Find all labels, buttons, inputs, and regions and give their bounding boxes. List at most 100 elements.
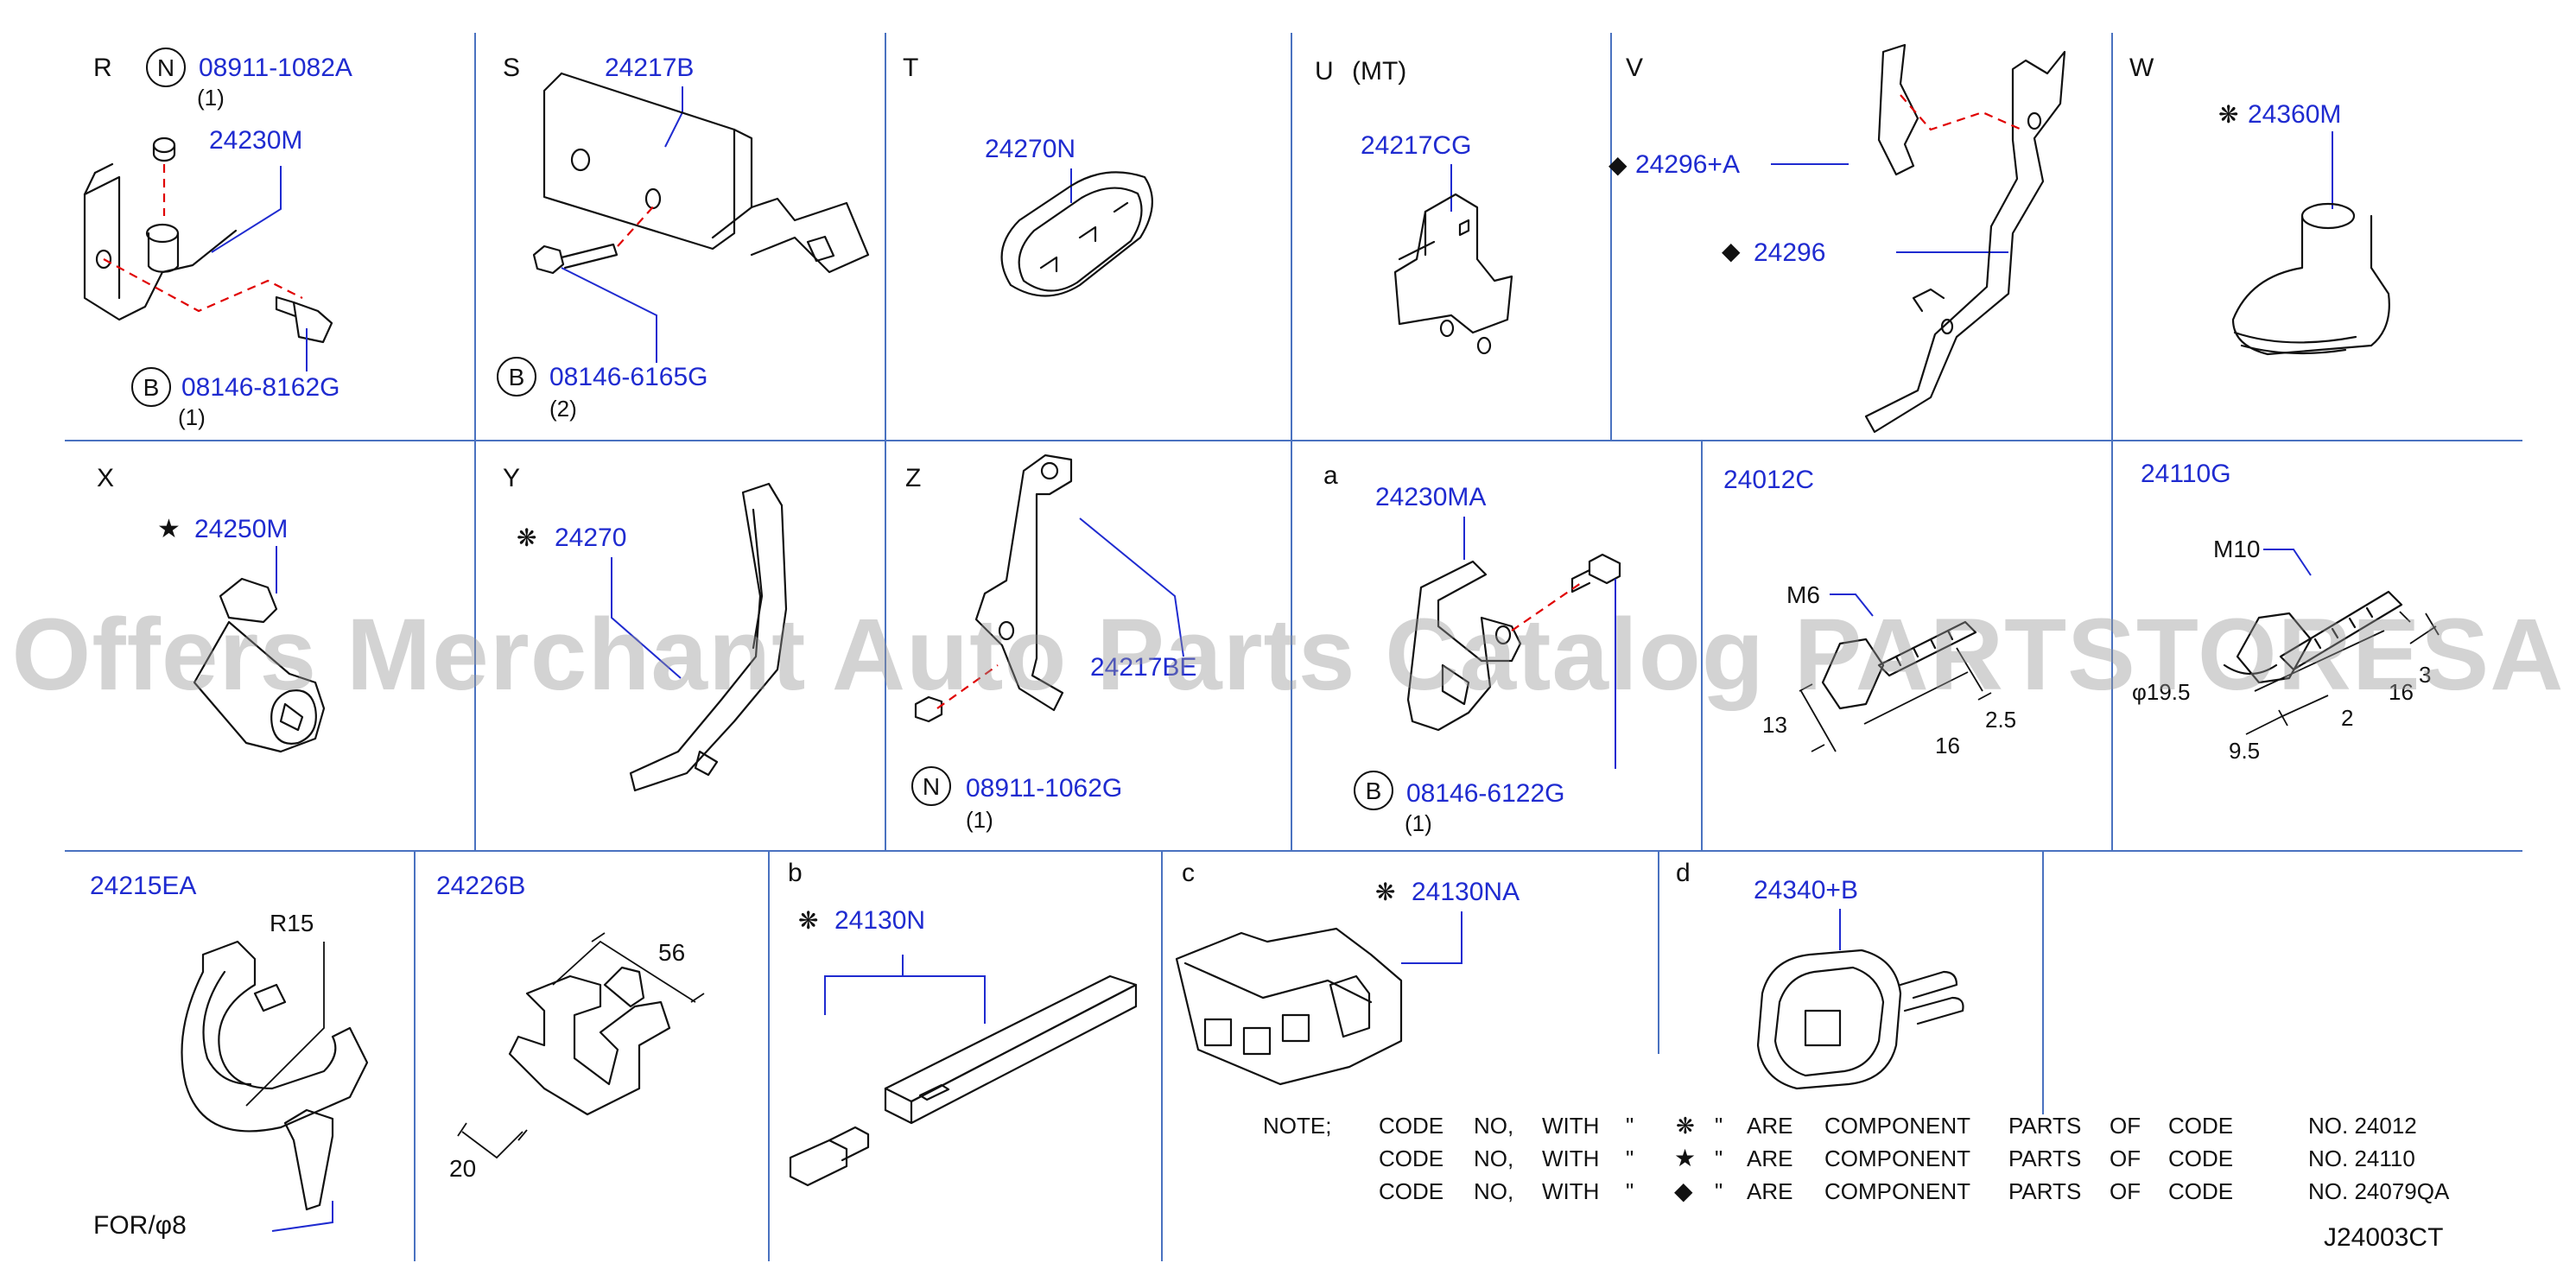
dimension-value: 3 <box>2419 662 2431 688</box>
note-word: " <box>1715 1146 1723 1171</box>
part-number: 24110G <box>2141 460 2231 488</box>
assembly-dash <box>617 202 657 247</box>
b-circle-letter: B <box>1366 777 1382 804</box>
grid-lines <box>65 33 2522 1261</box>
bracket-24270-drawing <box>629 482 788 792</box>
note-word: WITH <box>1542 1178 1599 1204</box>
dimension-value: 2 <box>2341 705 2353 731</box>
dimension-line <box>1863 671 1969 725</box>
cell-d: d 24340+B <box>1676 859 1964 1090</box>
part-number: 08146-8162G <box>181 373 340 402</box>
part-number: 24250M <box>194 515 288 543</box>
note-word: " <box>1715 1113 1723 1139</box>
component-note: NOTE; CODE NO, WITH " ❋ " ARE COMPONENT … <box>1263 1113 2450 1204</box>
note-word: ARE <box>1747 1113 1792 1139</box>
dimension-line <box>457 1122 528 1159</box>
note-word: WITH <box>1542 1146 1599 1171</box>
note-word: " <box>1715 1178 1723 1204</box>
note-word: CODE <box>2168 1146 2233 1171</box>
dimension-line <box>1956 647 1992 701</box>
assembly-dash <box>1900 94 2022 131</box>
leader-line <box>1079 517 1184 657</box>
note-word: CODE <box>2168 1113 2233 1139</box>
cell-letter: b <box>788 859 803 887</box>
b-circle <box>131 367 171 407</box>
cell-r: R N 08911-1082A (1) 24230M B 08146-8162G… <box>83 48 352 430</box>
cell-letter: U <box>1315 57 1334 86</box>
dimension-value: 16 <box>1935 733 1960 758</box>
dimension-value: 2.5 <box>1985 707 2016 733</box>
cell-letter: Y <box>503 464 520 492</box>
leader-line <box>211 166 282 253</box>
cell-clip-r15: 24215EA R15 FOR/φ8 <box>90 872 369 1240</box>
thread-size: M6 <box>1786 581 1820 608</box>
leader-line <box>271 1201 333 1232</box>
part-number: 08911-1062G <box>966 774 1122 803</box>
note-word: COMPONENT <box>1824 1178 1970 1204</box>
n-circle-letter: N <box>157 54 174 81</box>
diamond-symbol: ◆ <box>1674 1177 1693 1204</box>
diamond-symbol: ◆ <box>1608 151 1627 178</box>
assembly-dash <box>1511 582 1582 631</box>
b-circle <box>1354 771 1393 810</box>
snowflake-symbol: ❋ <box>1375 879 1395 905</box>
part-number: 24215EA <box>90 872 196 900</box>
snowflake-symbol: ❋ <box>798 907 818 934</box>
cell-v: V ◆ 24296+A ◆ 24296 <box>1608 43 2066 434</box>
note-reference: NO. 24110 <box>2308 1146 2415 1171</box>
leader-line <box>561 267 657 363</box>
cell-y: Y ❋ 24270 <box>503 464 788 792</box>
leader-line <box>1830 593 1874 617</box>
cell-z: Z 24217BE N 08911-1062G (1) <box>905 454 1196 833</box>
dimension-line <box>552 932 705 1003</box>
note-word: " <box>1626 1113 1634 1139</box>
note-row: CODE NO, WITH " ❋ " ARE COMPONENT PARTS … <box>1379 1113 2417 1139</box>
grommet-24270n-drawing <box>1000 171 1153 297</box>
cell-b: b ❋ 24130N <box>788 859 1138 1187</box>
note-prefix: NOTE; <box>1263 1113 1331 1139</box>
note-word: CODE <box>1379 1146 1443 1171</box>
part-number: 24217CG <box>1361 131 1471 160</box>
boot-24360m-drawing <box>2231 202 2390 356</box>
cell-qualifier: (MT) <box>1352 57 1406 86</box>
part-number: 08911-1082A <box>199 54 352 82</box>
dimension-value: 13 <box>1762 712 1787 738</box>
assembly-dash <box>936 664 999 709</box>
note-word: NO, <box>1474 1146 1513 1171</box>
cell-t: T 24270N <box>903 54 1153 297</box>
part-number: 24340+B <box>1754 876 1858 904</box>
part-number: 24270 <box>555 524 626 552</box>
leader-line <box>664 86 683 148</box>
quantity: (2) <box>549 396 577 422</box>
leader-line <box>1401 911 1462 964</box>
note-reference: NO. 24079QA <box>2308 1178 2450 1204</box>
cell-letter: V <box>1626 54 1643 82</box>
note-word: CODE <box>1379 1178 1443 1204</box>
part-number: 24217B <box>605 54 694 82</box>
cell-bolt-m10: 24110G M10 φ19.5 16 2 9.5 3 <box>2132 460 2440 764</box>
b-circle-letter: B <box>143 374 160 401</box>
part-number: 24296 <box>1754 238 1825 267</box>
dimension-line <box>245 942 325 1107</box>
bracket-24217cg-drawing <box>1393 193 1513 355</box>
radius-label: R15 <box>270 910 314 936</box>
harness-bracket-24296-drawing <box>1864 43 2066 434</box>
assembly-dash <box>103 258 303 313</box>
cell-c: c ❋ 24130NA <box>1175 859 1520 1086</box>
cell-bolt-m6: 24012C M6 13 16 2.5 <box>1723 466 2016 758</box>
note-word: PARTS <box>2008 1178 2081 1204</box>
cell-letter: W <box>2129 54 2154 82</box>
cell-letter: Z <box>905 464 921 492</box>
note-word: WITH <box>1542 1113 1599 1139</box>
diamond-symbol: ◆ <box>1722 238 1741 264</box>
note-word: " <box>1626 1178 1634 1204</box>
part-number: 24230M <box>209 126 302 155</box>
note-word: ARE <box>1747 1178 1792 1204</box>
leader-line <box>611 557 682 679</box>
cell-letter: R <box>93 54 112 82</box>
drawing-code: J24003CT <box>2324 1223 2443 1252</box>
note-word: COMPONENT <box>1824 1113 1970 1139</box>
part-number: 08146-6165G <box>549 363 708 391</box>
note-word: OF <box>2110 1113 2141 1139</box>
